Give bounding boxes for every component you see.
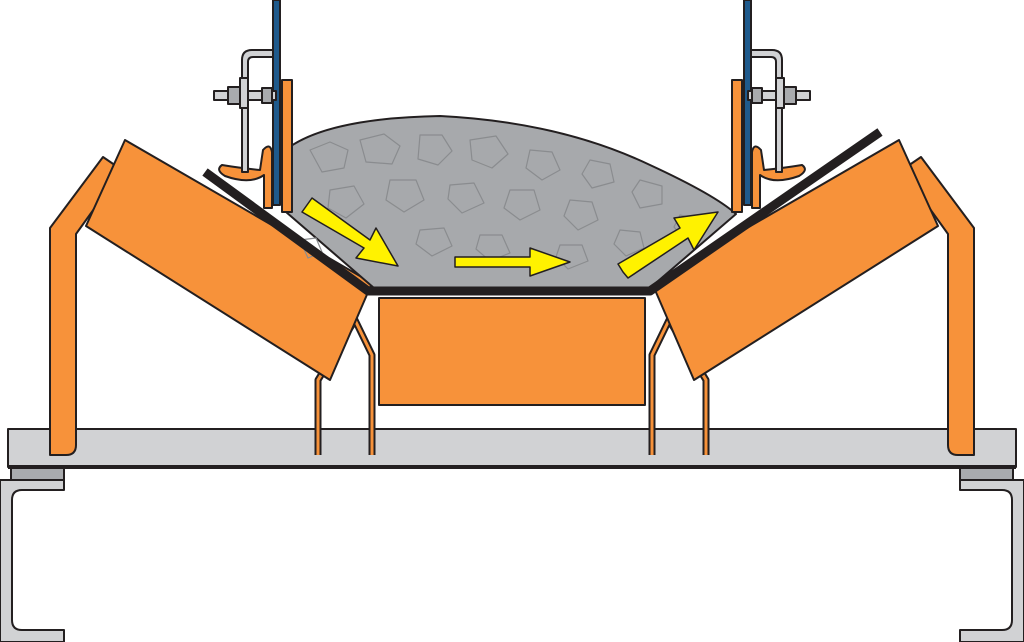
flow-arrow-up-right [617,211,719,279]
right-skirtboard [743,0,752,206]
left-skirtboard [272,0,281,206]
left-seal-lip [218,145,273,209]
right-skirt-clamp [747,49,811,173]
right-channel-stringer [959,479,1024,642]
left-skirt-seal [281,79,293,213]
flow-arrow-right [454,247,571,277]
center-roller [378,297,646,406]
left-channel-stringer [0,479,65,642]
conveyor-belt [202,128,883,296]
right-seal-lip [751,145,806,209]
right-skirt-seal [731,79,743,213]
left-skirt-clamp [213,49,277,173]
flow-arrow-down-right [301,197,399,267]
bulk-material-load [285,115,737,289]
base-plate [7,428,1017,468]
